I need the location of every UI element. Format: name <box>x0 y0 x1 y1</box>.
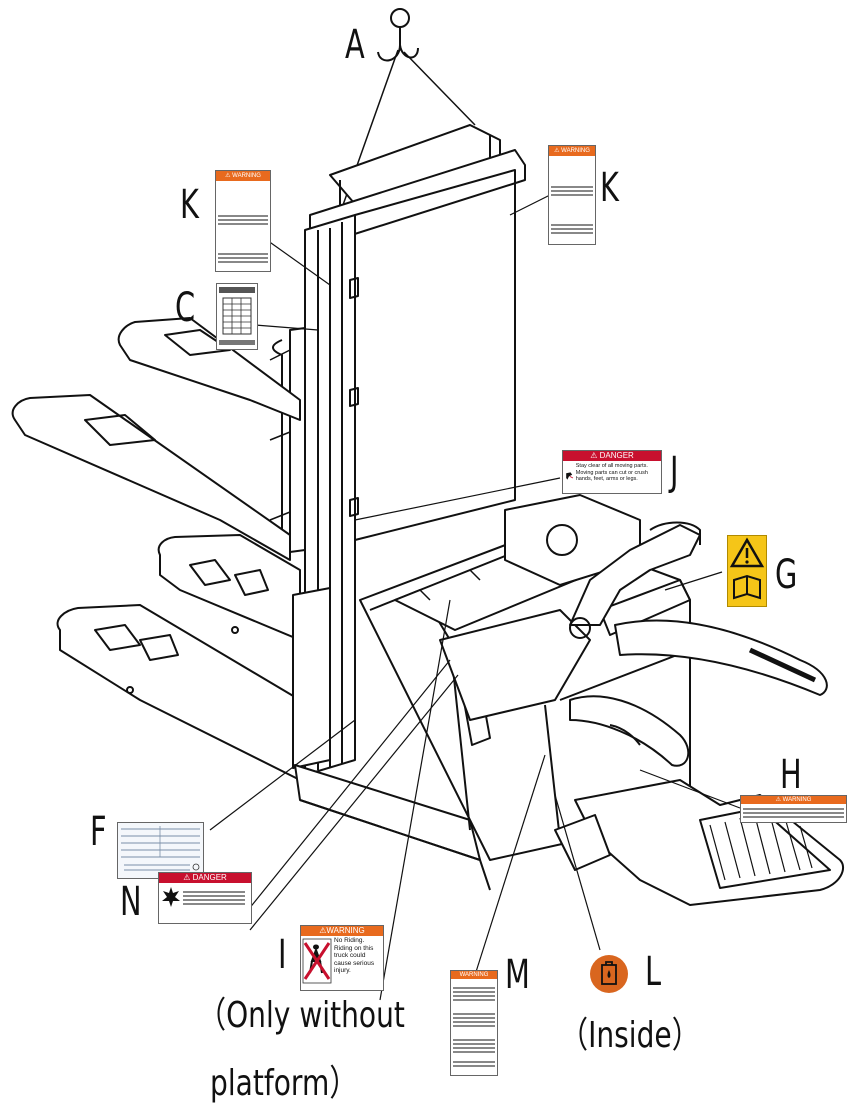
decal-m-header: WARNING <box>451 971 497 979</box>
decal-k-right: ⚠ WARNING <box>548 145 596 245</box>
decal-n-header: ⚠ DANGER <box>159 873 251 883</box>
oil-can-icon <box>590 955 628 993</box>
load-chart-graphic <box>219 287 255 345</box>
label-f: F <box>90 809 107 855</box>
decal-f-nameplate <box>117 822 204 879</box>
decal-k-right-header: ⚠ WARNING <box>549 146 595 156</box>
decal-k-left-header: ⚠ WARNING <box>216 171 270 181</box>
note-only-without: （Only without <box>198 995 405 1036</box>
decal-g-caution <box>727 535 767 607</box>
oil-can-glyph <box>601 961 617 985</box>
label-j: J <box>670 449 679 495</box>
note-platform: platform） <box>210 1063 358 1104</box>
crush-hand-icon <box>566 472 574 480</box>
label-m: M <box>505 952 530 998</box>
label-k-left: K <box>180 182 199 228</box>
explosion-icon <box>162 887 180 907</box>
label-k-right: K <box>600 165 619 211</box>
label-c: C <box>175 285 196 331</box>
decal-j-danger: ⚠ DANGER Stay clear of all moving parts.… <box>562 450 662 494</box>
label-h: H <box>780 752 802 798</box>
manual-book-icon <box>733 574 761 600</box>
caution-manual-graphic <box>729 537 765 600</box>
label-a: A <box>345 22 365 68</box>
decal-i-text: No Riding. Riding on this truck could ca… <box>334 937 375 974</box>
decal-h-warning: ⚠ WARNING <box>740 795 847 823</box>
label-g: G <box>775 552 798 598</box>
decal-m-warning: WARNING <box>450 970 498 1076</box>
label-i: I <box>278 932 287 978</box>
note-inside: （Inside） <box>560 1015 700 1056</box>
decal-k-left: ⚠ WARNING <box>215 170 271 272</box>
decal-n-danger: ⚠ DANGER <box>158 872 252 924</box>
decal-h-header: ⚠ WARNING <box>741 796 846 804</box>
decal-c-load-chart <box>216 283 258 350</box>
no-riding-icon <box>302 938 332 984</box>
nameplate-graphic <box>121 826 200 871</box>
label-l: L <box>645 949 662 995</box>
label-n: N <box>120 879 142 925</box>
decal-i-warning: ⚠WARNING No Riding. Riding on this truck… <box>300 925 384 991</box>
warning-triangle-icon <box>729 537 765 568</box>
decal-i-header: ⚠WARNING <box>301 926 383 936</box>
decal-j-text: Stay clear of all moving parts. Moving p… <box>575 463 648 482</box>
decal-j-header: ⚠ DANGER <box>563 451 661 461</box>
